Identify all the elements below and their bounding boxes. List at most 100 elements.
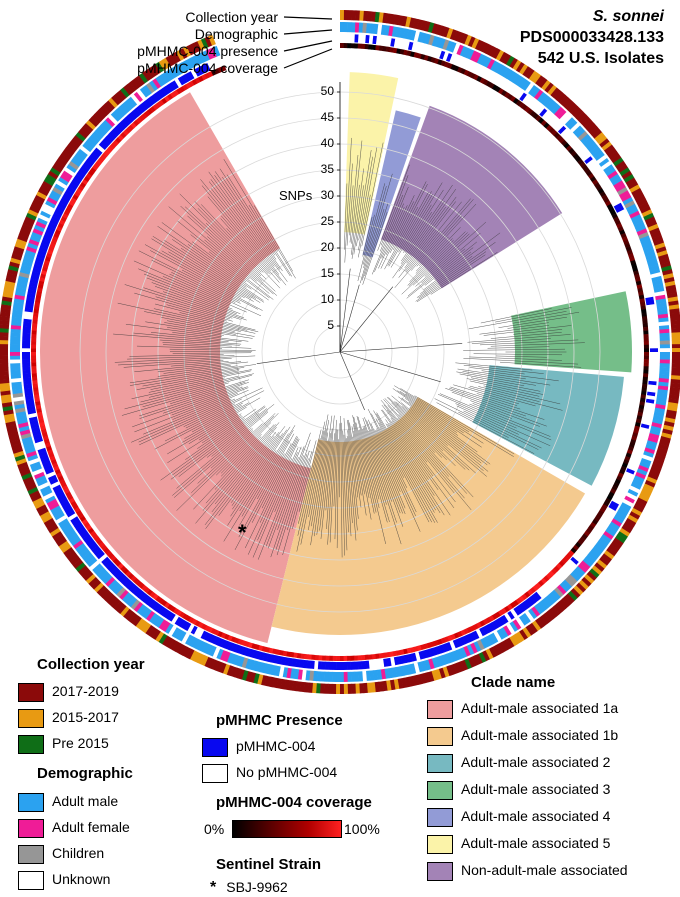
ring-segment (536, 106, 545, 115)
tree-branch (366, 420, 403, 514)
ring-segment (70, 197, 77, 204)
ring-label-presence: pMHMC-004 presence (137, 43, 278, 59)
ring-segment (223, 651, 231, 663)
ring-segment (585, 139, 596, 150)
tree-branch (469, 367, 525, 375)
ring-segment (335, 671, 340, 682)
ring-segment (653, 458, 665, 466)
ring-segment (606, 547, 617, 557)
tree-branch (143, 287, 241, 320)
ring-segment (366, 23, 371, 34)
ring-segment (371, 44, 377, 51)
ring-segment (252, 649, 259, 659)
ring-segment (132, 77, 142, 89)
ring-segment (148, 612, 158, 624)
ring-segment (120, 87, 130, 98)
ring-segment (659, 328, 670, 334)
ring-segment (641, 383, 648, 389)
ring-segment (590, 176, 597, 183)
ring-segment (445, 642, 453, 651)
ring-segment (626, 229, 635, 237)
ring-segment (542, 96, 553, 108)
ring-segment (634, 194, 646, 204)
ring-segment (544, 611, 554, 622)
ring-segment (15, 457, 27, 466)
tree-branch (507, 322, 549, 329)
ring-segment (203, 632, 211, 641)
ring-segment (616, 508, 628, 518)
ring-segment (507, 84, 515, 94)
tree-branch (138, 250, 240, 302)
ring-segment (102, 590, 113, 601)
ring-segment (226, 665, 234, 677)
ring-segment (416, 53, 422, 59)
ring-segment (493, 630, 502, 642)
ring-segment (449, 54, 456, 64)
snp-axis-tick-label: 30 (320, 188, 334, 202)
ring-segment (10, 332, 21, 338)
ring-leader-line (283, 48, 333, 69)
ring-segment (41, 428, 47, 434)
ring-segment (574, 541, 582, 549)
ring-segment (284, 657, 290, 666)
ring-segment (384, 668, 390, 679)
ring-segment (203, 62, 211, 72)
legend-label: Adult female (52, 819, 130, 835)
ring-segment (50, 505, 62, 514)
ring-segment (11, 317, 22, 323)
ring-segment (347, 671, 352, 682)
legend-label: Adult-male associated 2 (461, 754, 611, 770)
ring-segment (264, 675, 271, 687)
ring-segment (107, 552, 115, 559)
ring-segment (529, 110, 537, 118)
tree-branch (251, 436, 297, 523)
tree-branch (394, 198, 471, 288)
tree-branch (153, 308, 248, 331)
ring-segment (563, 555, 570, 562)
snp-axis-tick-label: 20 (320, 240, 334, 254)
ring-segment (72, 539, 84, 550)
ring-segment (649, 370, 658, 375)
ring-segment (179, 86, 186, 93)
ring-segment (63, 147, 74, 157)
ring-segment (52, 163, 63, 173)
ring-segment (25, 483, 37, 492)
ring-segment (122, 608, 133, 620)
ring-segment (320, 671, 326, 682)
tree-branch (276, 450, 310, 556)
ring-segment (189, 650, 198, 662)
ring-segment (647, 315, 657, 320)
tree-branch (378, 205, 408, 269)
ring-segment (343, 655, 348, 661)
ring-segment (633, 475, 645, 483)
coverage-min-label: 0% (204, 821, 225, 837)
ring-segment (366, 682, 372, 693)
tree-branch (389, 181, 427, 254)
ring-segment (640, 239, 652, 247)
ring-segment (22, 373, 32, 378)
ring-segment (0, 319, 10, 325)
ring-segment (646, 307, 656, 313)
ring-segment (510, 609, 518, 618)
ring-segment (241, 657, 249, 669)
ring-segment (28, 457, 40, 465)
ring-segment (130, 599, 141, 610)
ring-segment (54, 511, 65, 521)
ring-segment (518, 78, 528, 89)
ring-segment (475, 629, 483, 638)
ring-segment (162, 57, 171, 69)
ring-segment (165, 610, 173, 620)
ring-segment (575, 582, 587, 593)
ring-segment (562, 564, 572, 574)
ring-segment (570, 588, 581, 599)
ring-segment (410, 51, 416, 58)
ring-segment (375, 36, 381, 45)
tree-branch (470, 400, 540, 427)
tree-branch (346, 435, 357, 541)
tree-branch (363, 186, 387, 268)
ring-segment (0, 378, 10, 384)
ring-segment (146, 598, 155, 608)
ring-segment (464, 658, 472, 670)
ring-segment (589, 549, 601, 559)
ring-segment (6, 272, 18, 280)
